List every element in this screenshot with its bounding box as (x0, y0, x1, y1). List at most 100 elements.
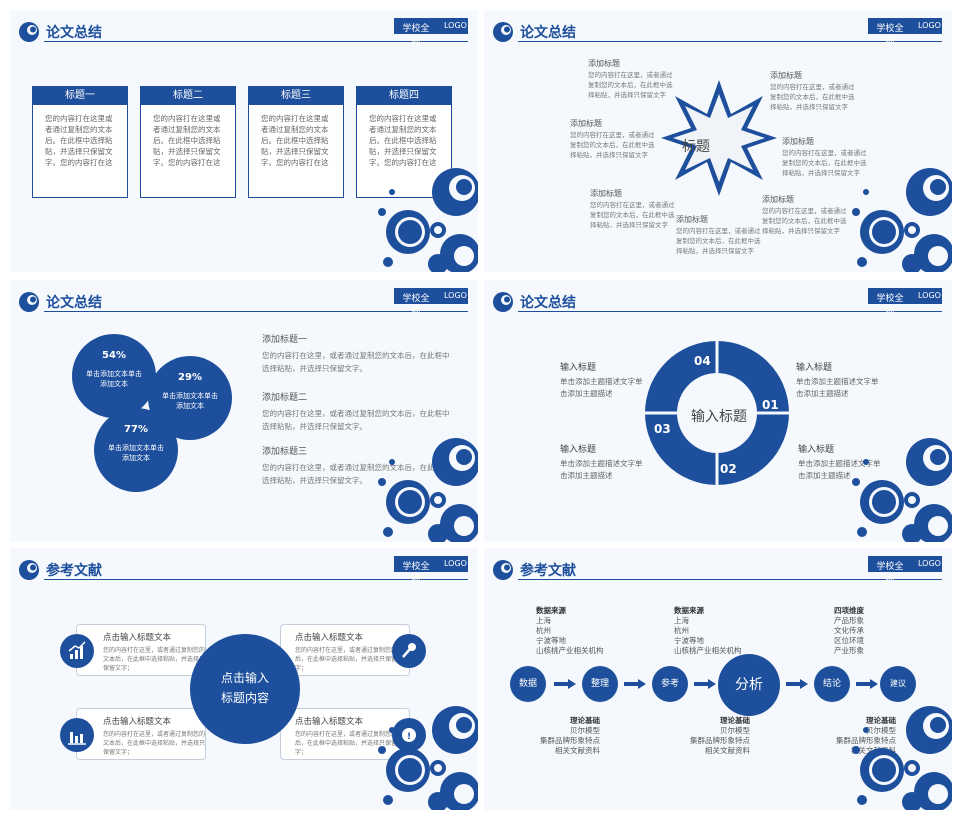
info-line: 产品形象 (834, 616, 864, 625)
percent-bubble: 77% 单击添加文本单击添加文本 (94, 408, 178, 492)
card-title: 点击输入标题文本 (295, 633, 364, 643)
gear-icon: ! (392, 718, 426, 752)
block-title: 添加标题 (570, 119, 602, 128)
flow-node: 整理 (582, 666, 618, 702)
logo-icon (18, 21, 40, 43)
info-line: 贝尔模型 (570, 726, 600, 735)
column-card: 标题二 您的内容打在这里或者通过复制您的文本后。在此框中选择粘贴，并选择只保留文… (140, 86, 236, 198)
block-desc: 您的内容打在这里，或者通过复制您的文本后，在此框中选择粘贴，并选择只保留文字 (782, 149, 867, 177)
center-line-2: 标题内容 (220, 691, 269, 705)
bubble-decoration-icon (842, 162, 952, 272)
info-bottom: 理论基础 贝尔模型 集群品牌形象特点 相关文献资料 (536, 716, 600, 756)
info-line: 集群品牌形象特点 (836, 736, 896, 745)
bubble-percent: 29% (178, 372, 202, 383)
bubble-decoration-icon (842, 432, 952, 542)
label-title: 输入标题 (560, 445, 597, 455)
slide-3[interactable]: 论文总结 学校全称 LOGO 54% 单击添加文本单击添加文本 29% 单击添加… (10, 280, 478, 542)
school-badge: 学校全称 (394, 556, 438, 585)
logo-badge: LOGO (912, 288, 942, 304)
logo-badge: LOGO (912, 556, 942, 572)
column-body: 您的内容打在这里或者通过复制您的文本后。在此框中选择粘贴，并选择只保留文字。您的… (369, 114, 437, 167)
label-block: 输入标题 单击添加主题描述文字单击添加主题描述 (560, 442, 646, 482)
bubble-percent: 77% (124, 424, 148, 435)
svg-text:!: ! (407, 732, 411, 742)
slide-1[interactable]: 论文总结 学校全称 LOGO 标题一 您的内容打在这里或者通过复制您的文本后。在… (10, 10, 478, 272)
block-desc: 您的内容打在这里，或者通过复制您的文本后，在此框中选择粘贴，并选择只保留文字 (590, 201, 675, 229)
info-line: 集群品牌形象特点 (690, 736, 750, 745)
card-desc: 您的内容打在这里，或者通过复制您的文本后，在此框中选择粘贴，并选择只保留文字； (295, 731, 410, 756)
info-top: 数据来源 上海 杭州 宁波等地 山核桃产业相关机构 (536, 606, 604, 656)
arrow-right-icon (786, 679, 808, 689)
divider (518, 579, 942, 580)
info-line: 山核桃产业相关机构 (674, 646, 742, 655)
info-line: 产业形象 (834, 646, 864, 655)
segment-number: 03 (654, 422, 671, 436)
column-heading: 标题四 (357, 87, 451, 105)
text-block: 添加标题 您的内容打在这里，或者通过复制您的文本后，在此框中选择粘贴，并选择只保… (770, 70, 856, 112)
bubble-text: 单击添加文本单击添加文本 (162, 392, 218, 410)
info-line: 杭州 (674, 626, 689, 635)
logo-icon (492, 21, 514, 43)
divider (44, 311, 468, 312)
info-line: 上海 (674, 616, 689, 625)
divider (518, 41, 942, 42)
bubble-decoration-icon (368, 162, 478, 272)
column-heading: 标题三 (249, 87, 343, 105)
item-title: 添加标题三 (262, 447, 308, 457)
bubble-percent: 54% (102, 350, 126, 361)
slide-6[interactable]: 参考文献 学校全称 LOGO 数据来源 上海 杭州 宁波等地 山核桃产业相关机构… (484, 548, 952, 810)
star-center-label: 标题 (682, 139, 710, 155)
text-block: 添加标题 您的内容打在这里，或者通过复制您的文本后，在此框中选择粘贴，并选择只保… (762, 194, 848, 236)
info-line: 宁波等地 (536, 636, 566, 645)
flow-node-main: 分析 (718, 654, 780, 716)
column-heading: 标题一 (33, 87, 127, 105)
center-circle: 点击输入 标题内容 (190, 634, 300, 744)
item-title: 添加标题二 (262, 393, 308, 403)
column-body: 您的内容打在这里或者通过复制您的文本后。在此框中选择粘贴，并选择只保留文字。您的… (261, 114, 329, 167)
info-line: 山核桃产业相关机构 (536, 646, 604, 655)
info-title: 数据来源 (674, 606, 704, 615)
flow-node: 建议 (880, 666, 916, 702)
item-title: 添加标题一 (262, 335, 308, 345)
bubble-text: 单击添加文本单击添加文本 (108, 444, 164, 462)
info-line: 杭州 (536, 626, 551, 635)
slide-4[interactable]: 论文总结 学校全称 LOGO 输入标题 01 02 03 04 输入标题 单击添… (484, 280, 952, 542)
card-desc: 您的内容打在这里，或者通过复制您的文本后，在此框中选择粘贴，并选择只保留文字； (103, 647, 206, 672)
label-block: 输入标题 单击添加主题描述文字单击添加主题描述 (560, 360, 646, 400)
flow-node: 参考 (652, 666, 688, 702)
card-title: 点击输入标题文本 (103, 633, 172, 643)
logo-icon (492, 559, 514, 581)
card-title: 点击输入标题文本 (295, 717, 364, 727)
divider (44, 41, 468, 42)
list-item: 添加标题一 您的内容打在这里，或者通过复制您的文本后，在此框中选择粘贴，并选择只… (262, 332, 452, 375)
column-heading: 标题二 (141, 87, 235, 105)
school-badge: 学校全称 (868, 556, 912, 585)
slide-5[interactable]: 参考文献 学校全称 LOGO 点击输入标题文本 您的内容打在这里，或者通过复制您… (10, 548, 478, 810)
info-title: 理论基础 (720, 716, 750, 725)
block-title: 添加标题 (770, 71, 802, 80)
info-line: 宁波等地 (674, 636, 704, 645)
text-block: 添加标题 您的内容打在这里，或者通过复制您的文本后，在此框中选择粘贴，并选择只保… (588, 58, 674, 100)
logo-icon (18, 559, 40, 581)
item-desc: 您的内容打在这里，或者通过复制您的文本后，在此框中选择粘贴，并选择只保留文字。 (262, 351, 450, 373)
logo-badge: LOGO (438, 18, 468, 34)
segment-number: 01 (762, 398, 779, 412)
block-desc: 您的内容打在这里，或者通过复制您的文本后，在此框中选择粘贴，并选择只保留文字 (570, 131, 655, 159)
divider (518, 311, 942, 312)
segment-number: 02 (720, 462, 737, 476)
info-line: 上海 (536, 616, 551, 625)
label-title: 输入标题 (560, 363, 597, 373)
ring-center-label: 输入标题 (691, 409, 747, 425)
list-item: 添加标题三 您的内容打在这里，或者通过复制您的文本后，在此框中选择粘贴，并选择只… (262, 444, 452, 487)
info-title: 理论基础 (866, 716, 896, 725)
info-title: 理论基础 (570, 716, 600, 725)
slide-2[interactable]: 论文总结 学校全称 LOGO 标题 添加标题 您的内容打在这里，或者通过复制您的… (484, 10, 952, 272)
ring-diagram-icon (645, 341, 789, 485)
text-block: 添加标题 您的内容打在这里，或者通过复制您的文本后，在此框中选择粘贴，并选择只保… (782, 136, 868, 178)
flow-node: 结论 (814, 666, 850, 702)
info-line: 集群品牌形象特点 (540, 736, 600, 745)
bubble-text: 单击添加文本单击添加文本 (86, 370, 142, 388)
info-line: 贝尔模型 (720, 726, 750, 735)
school-badge: 学校全称 (394, 288, 438, 317)
label-desc: 单击添加主题描述文字单击添加主题描述 (798, 459, 881, 480)
